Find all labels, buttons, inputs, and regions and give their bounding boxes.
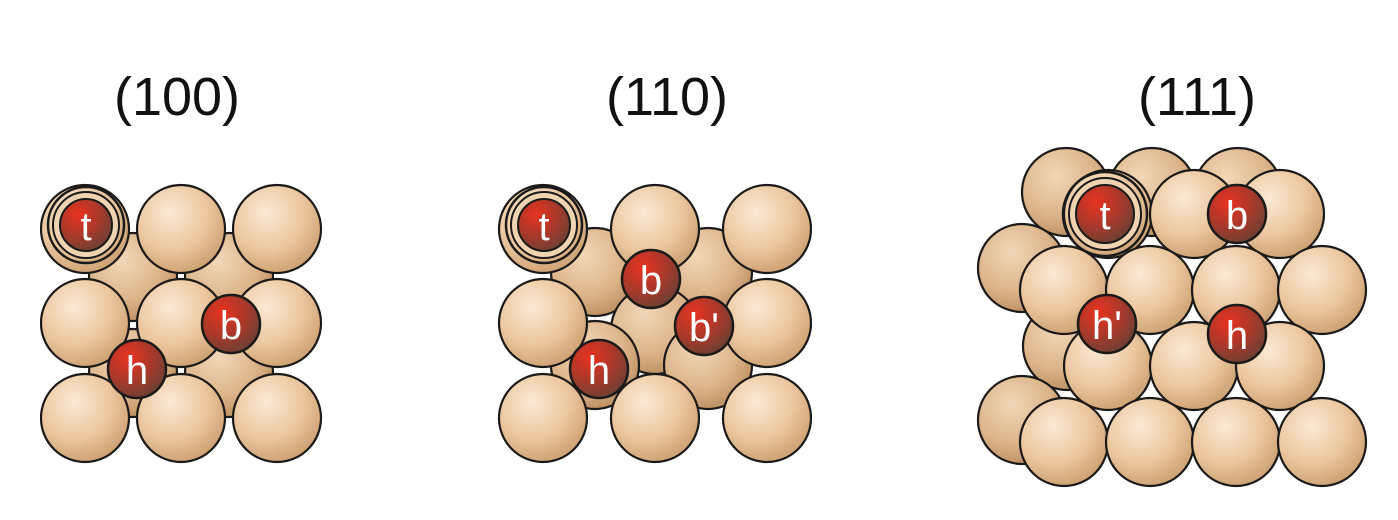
surface-atom [497,277,589,369]
surface-atom [497,372,589,464]
surface-atom [135,183,227,275]
site-label: b [1226,194,1248,238]
site-hollow-110: h [568,338,630,400]
surface-atom [721,277,813,369]
site-bridge-prime-110: b' [673,295,735,357]
surface-atom [1104,396,1196,488]
surface-atom [231,372,323,464]
site-hollow-100: h [106,338,168,400]
surface-atom [1276,244,1368,336]
surface-atom [1018,396,1110,488]
surface-atom [609,372,701,464]
site-label: h [1226,314,1248,358]
surface-atom [231,183,323,275]
site-hollow-111: h [1206,303,1268,365]
site-top-111: t [1061,170,1149,258]
surface-atom [135,372,227,464]
panel-title-111: (111) [1138,67,1256,127]
panel-title-100: (100) [114,67,240,127]
site-label: h [588,349,610,393]
surface-atom [40,277,131,369]
site-label: t [80,205,91,249]
surface-111 [976,146,1368,488]
site-label: b [640,259,662,303]
site-label: b [220,304,242,348]
surface-atom [1276,396,1368,488]
site-top-100: t [46,185,126,265]
surface-atom [40,372,131,464]
site-label: t [538,205,549,249]
site-label: b' [689,306,719,350]
site-bridge-100: b [200,293,262,355]
site-bridge-110: b [620,248,682,310]
site-hollow-prime-111: h' [1076,293,1138,355]
site-label: h' [1092,304,1122,348]
site-bridge-111: b [1206,183,1268,245]
site-top-110: t [504,185,584,265]
surface-atom [721,183,813,275]
panel-title-110: (110) [606,67,728,127]
surface-atom [1190,396,1282,488]
site-label: t [1099,194,1110,238]
surface-atom [721,372,813,464]
site-label: h [126,349,148,393]
